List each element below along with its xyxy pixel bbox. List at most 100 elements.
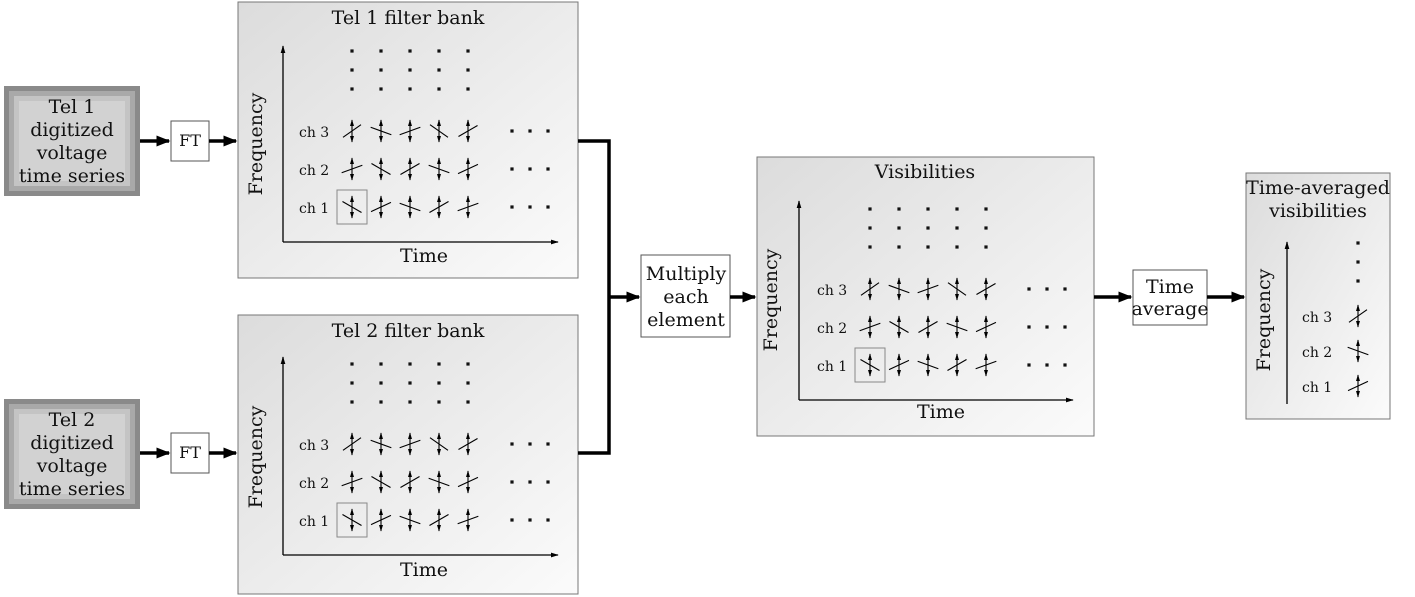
- time-averaged-line-1: Time-averaged: [1246, 177, 1390, 199]
- tel2-source-line-3: voltage: [36, 455, 108, 477]
- time-average-box: Time average: [1131, 269, 1209, 326]
- time-axis-label: Time: [400, 245, 448, 267]
- spectral-element-icon: [975, 353, 997, 377]
- channel-label-2: ch 2: [299, 476, 329, 492]
- time-axis-label: Time: [400, 559, 448, 581]
- time-axis-label: Time: [917, 401, 965, 423]
- channel-label-2: ch 2: [299, 163, 329, 179]
- selected-cell-highlight: [336, 189, 368, 225]
- spectral-element-icon: [399, 508, 421, 532]
- spectral-element-icon: [341, 470, 363, 494]
- spectral-element-icon: [400, 470, 420, 494]
- spectral-element-icon: [341, 157, 363, 181]
- spectral-element-icon: [918, 315, 938, 339]
- spectral-element-icon: [457, 195, 479, 219]
- spectral-element-icon: [428, 157, 450, 181]
- spectral-element-icon: [371, 470, 391, 494]
- spectral-element-icon: [399, 432, 421, 456]
- spectral-element-icon: [370, 195, 392, 219]
- spectral-element-icon: [457, 157, 479, 181]
- spectral-element-icon: [429, 432, 449, 456]
- spectral-element-icon: [400, 157, 420, 181]
- tel1-source-line-3: voltage: [36, 142, 108, 164]
- spectral-element-icon: [889, 315, 909, 339]
- tel2-filter-bank-title: Tel 2 filter bank: [332, 320, 485, 342]
- tel1-filter-bank-title: Tel 1 filter bank: [332, 7, 485, 29]
- spectral-element-icon: [946, 315, 968, 339]
- tel1-source-line-2: digitized: [30, 119, 114, 141]
- spectral-element-icon: [370, 508, 392, 532]
- time-averaged-panel: Time-averaged visibilities Frequency ch 3…: [1245, 172, 1391, 420]
- channel-label-1: ch 1: [1302, 380, 1332, 396]
- spectral-element-icon: [888, 277, 910, 301]
- tel1-source-box: Tel 1 digitized voltage time series: [4, 86, 140, 196]
- spectral-element-icon: [947, 353, 967, 377]
- merge-bracket: [578, 139, 611, 455]
- selected-cell-highlight: [336, 502, 368, 538]
- row-ellipsis-3: [1027, 287, 1067, 291]
- ft-label-2: FT: [179, 443, 201, 462]
- spectral-element-icon: [860, 353, 880, 377]
- row-ellipsis-3: [510, 442, 550, 446]
- ft-label-1: FT: [179, 131, 201, 150]
- spectral-element-icon: [458, 119, 478, 143]
- spectral-element-icon: [429, 195, 449, 219]
- spectral-element-icon: [342, 432, 362, 456]
- tel2-source-line-4: time series: [19, 478, 125, 500]
- row-ellipsis-1: [510, 518, 550, 522]
- channel-label-3: ch 3: [299, 438, 329, 454]
- spectral-element-icon: [458, 432, 478, 456]
- row-ellipsis-2: [510, 480, 550, 484]
- channel-label-1: ch 1: [299, 201, 329, 217]
- channel-label-1: ch 1: [299, 514, 329, 530]
- spectral-element-icon: [342, 508, 362, 532]
- multiply-box: Multiply each element: [640, 254, 731, 338]
- frequency-axis-label: Frequency: [1253, 268, 1275, 371]
- averaged-element-icon: [1348, 304, 1368, 328]
- tel1-source-line-4: time series: [19, 165, 125, 187]
- spectral-element-icon: [976, 277, 996, 301]
- upper-ellipsis-grid: [868, 207, 988, 249]
- spectral-element-icon: [457, 508, 479, 532]
- connector-arrows: [140, 135, 1246, 459]
- time-average-line-2: average: [1131, 298, 1208, 320]
- ft-box-2: FT: [170, 432, 210, 474]
- time-average-line-1: Time: [1146, 276, 1194, 298]
- row-ellipsis-1: [510, 205, 550, 209]
- spectral-element-icon: [428, 470, 450, 494]
- spectral-element-icon: [371, 157, 391, 181]
- channel-label-2: ch 2: [1302, 345, 1332, 361]
- spectral-element-icon: [429, 508, 449, 532]
- ft-box-1: FT: [170, 120, 210, 162]
- selected-cell-highlight: [854, 347, 886, 383]
- frequency-axis-label: Frequency: [245, 92, 267, 195]
- spectral-element-icon: [342, 195, 362, 219]
- spectral-element-icon: [917, 353, 939, 377]
- multiply-line-3: element: [647, 309, 725, 331]
- channel-label-1: ch 1: [817, 359, 847, 375]
- multiply-line-2: each: [663, 286, 708, 308]
- tel2-source-box: Tel 2 digitized voltage time series: [4, 399, 140, 509]
- channel-label-2: ch 2: [817, 321, 847, 337]
- row-ellipsis-1: [1027, 363, 1067, 367]
- tel1-source-line-1: Tel 1: [49, 96, 96, 118]
- spectral-element-icon: [975, 315, 997, 339]
- averaged-element-icon: [1347, 374, 1369, 398]
- channel-label-3: ch 3: [1302, 310, 1332, 326]
- row-ellipsis-2: [510, 167, 550, 171]
- spectral-element-icon: [399, 195, 421, 219]
- row-ellipsis-2: [1027, 325, 1067, 329]
- spectral-element-icon: [917, 277, 939, 301]
- spectral-element-icon: [947, 277, 967, 301]
- row-ellipsis-3: [510, 129, 550, 133]
- channel-label-3: ch 3: [299, 125, 329, 141]
- multiply-line-1: Multiply: [646, 263, 727, 285]
- tel2-source-line-2: digitized: [30, 432, 114, 454]
- spectral-element-icon: [457, 470, 479, 494]
- upper-ellipsis-grid: [350, 49, 470, 91]
- spectral-element-icon: [399, 119, 421, 143]
- time-averaged-line-2: visibilities: [1268, 200, 1367, 222]
